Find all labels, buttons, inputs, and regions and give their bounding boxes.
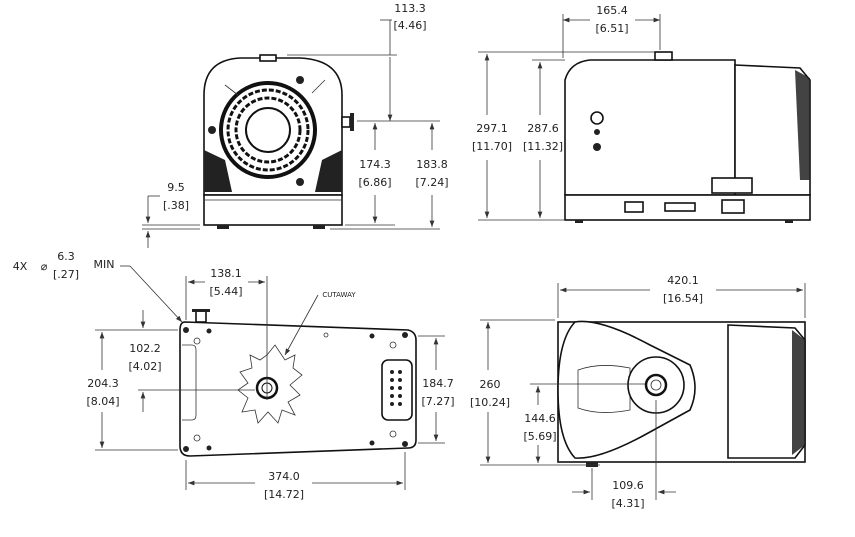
dim-144-6-in: [5.69] [523,430,556,443]
bottom-dimensions: 4X ⌀ 6.3 [.27] MIN 138.1 [5.44] CUTAWAY … [13,250,455,501]
hole-note-qty: 4X [13,260,28,273]
dim-204-3: 204.3 [87,377,119,390]
front-view [203,54,354,229]
dim-204-3-in: [8.04] [86,395,119,408]
dim-420-1-in: [16.54] [663,292,703,305]
dim-287-6: 287.6 [527,122,559,135]
side-dimensions: 165.4 [6.51] 297.1 [11.70] 287.6 [11.32] [472,4,661,221]
bottom-view [179,309,417,457]
side-view [564,51,811,223]
dim-174-3: 174.3 [359,158,391,171]
dim-297-1: 297.1 [476,122,508,135]
dim-109-6-in: [4.31] [611,497,644,510]
dim-165-4-in: [6.51] [595,22,628,35]
dim-174-3-in: [6.86] [358,176,391,189]
dim-260-in: [10.24] [470,396,510,409]
front-dimensions: 113.3 [4.46] 174.3 [6.86] 183.8 [7.24] 9… [142,2,449,248]
hole-note-min: MIN [94,258,115,271]
top-dimensions: 420.1 [16.54] 260 [10.24] 144.6 [5.69] 1… [470,274,806,510]
dim-9-5-in: [.38] [163,199,189,212]
dim-184-7: 184.7 [422,377,454,390]
dim-420-1: 420.1 [667,274,699,287]
hole-note-mm: 6.3 [57,250,75,263]
dim-374-0: 374.0 [268,470,300,483]
dim-144-6: 144.6 [524,412,556,425]
diameter-symbol: ⌀ [41,260,48,273]
dim-260: 260 [480,378,501,391]
dim-102-2: 102.2 [129,342,161,355]
dim-297-1-in: [11.70] [472,140,512,153]
dim-109-6: 109.6 [612,479,644,492]
dim-184-7-in: [7.27] [421,395,454,408]
dim-138-1: 138.1 [210,267,242,280]
cutaway-label: CUTAWAY [322,291,356,299]
hole-note-in: [.27] [53,268,79,281]
dim-9-5: 9.5 [167,181,185,194]
dim-138-1-in: [5.44] [209,285,242,298]
dim-113-3-in: [4.46] [393,19,426,32]
dim-165-4: 165.4 [596,4,628,17]
top-view [557,320,806,467]
dim-113-3: 113.3 [394,2,426,15]
dim-183-8-in: [7.24] [415,176,448,189]
dim-102-2-in: [4.02] [128,360,161,373]
dim-183-8: 183.8 [416,158,448,171]
dim-287-6-in: [11.32] [523,140,563,153]
dim-374-0-in: [14.72] [264,488,304,501]
